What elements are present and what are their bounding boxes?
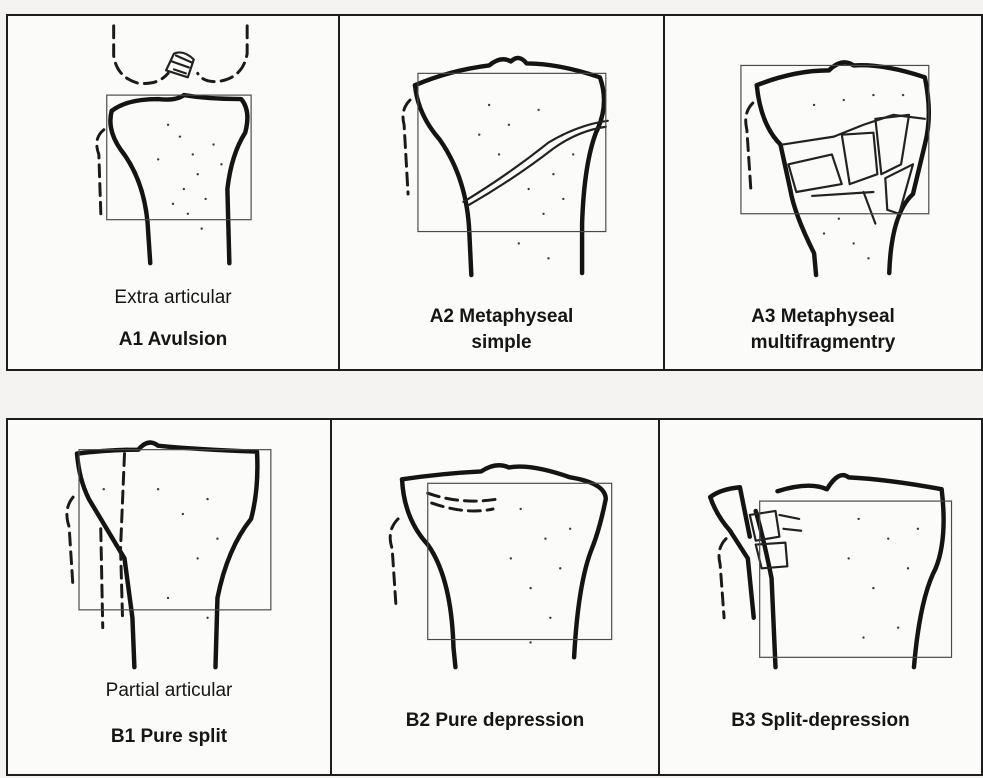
- fibula-outline: [403, 100, 410, 194]
- fibula-outline: [746, 103, 753, 189]
- a3-label-line2: multifragmentry: [665, 332, 981, 354]
- panel-b3: B3 Split-depression: [658, 420, 981, 774]
- a1-avulsion-illustration: [8, 16, 338, 369]
- a1-subtitle: Extra articular: [8, 287, 338, 309]
- b3-label: B3 Split-depression: [660, 710, 981, 732]
- b1-subtitle: Partial articular: [8, 680, 330, 702]
- fibula-outline: [390, 519, 398, 608]
- inset-box: [760, 501, 952, 657]
- inset-box: [741, 65, 929, 213]
- panel-a3: A3 Metaphyseal multifragmentry: [663, 16, 981, 369]
- panel-a2: A2 Metaphyseal simple: [338, 16, 663, 369]
- femur-outline-left: [114, 26, 168, 84]
- fibula-outline: [67, 497, 73, 588]
- depression-marks: [779, 515, 801, 531]
- tibia-outline-left: [757, 85, 816, 275]
- b1-label: B1 Pure split: [8, 726, 330, 748]
- fracture-line-bottom: [812, 192, 875, 224]
- a1-label: A1 Avulsion: [8, 329, 338, 351]
- bone-stipple: [478, 104, 574, 260]
- panel-b1: Partial articular B1 Pure split: [8, 420, 330, 774]
- a3-label-line1: A3 Metaphyseal: [665, 306, 981, 328]
- depression-line-1: [428, 493, 497, 501]
- fragment-2: [842, 133, 878, 184]
- fracture-line-top: [782, 115, 924, 145]
- bone-stipple: [510, 508, 572, 644]
- panel-b2: B2 Pure depression: [330, 420, 658, 774]
- fragment-3: [875, 115, 909, 174]
- tibia-outline-left: [110, 111, 150, 263]
- tibia-outline-right: [777, 475, 943, 667]
- tibia-outline-right: [77, 443, 257, 668]
- fibula-outline: [719, 539, 726, 618]
- tibia-outline-left: [77, 454, 134, 668]
- split-line: [121, 454, 125, 618]
- inset-box: [428, 483, 612, 639]
- row-partial-articular: Partial articular B1 Pure split B2 Pure …: [6, 418, 983, 776]
- b2-label: B2 Pure depression: [332, 710, 658, 732]
- femur-outline-right: [198, 26, 247, 82]
- depressed-fragment-2: [756, 543, 788, 569]
- bone-stipple: [157, 124, 223, 230]
- bone-stipple: [847, 518, 919, 639]
- tibia-outline-left: [756, 511, 776, 667]
- fibula-outline: [97, 130, 104, 214]
- a2-label-line2: simple: [340, 332, 663, 354]
- b1-pure-split-illustration: [8, 420, 330, 774]
- fragment-1: [788, 154, 841, 192]
- split-line-2: [101, 529, 103, 628]
- tibia-outline-right: [415, 58, 604, 273]
- tibia-outline-right: [112, 95, 248, 263]
- fragment-4: [885, 164, 913, 213]
- tibia-outline-left: [415, 85, 471, 275]
- row-extra-articular: Extra articular A1 Avulsion A2 Metaphyse…: [6, 14, 983, 371]
- depression-line-2: [432, 503, 493, 511]
- a2-label-line1: A2 Metaphyseal: [340, 306, 663, 328]
- panel-a1: Extra articular A1 Avulsion: [8, 16, 338, 369]
